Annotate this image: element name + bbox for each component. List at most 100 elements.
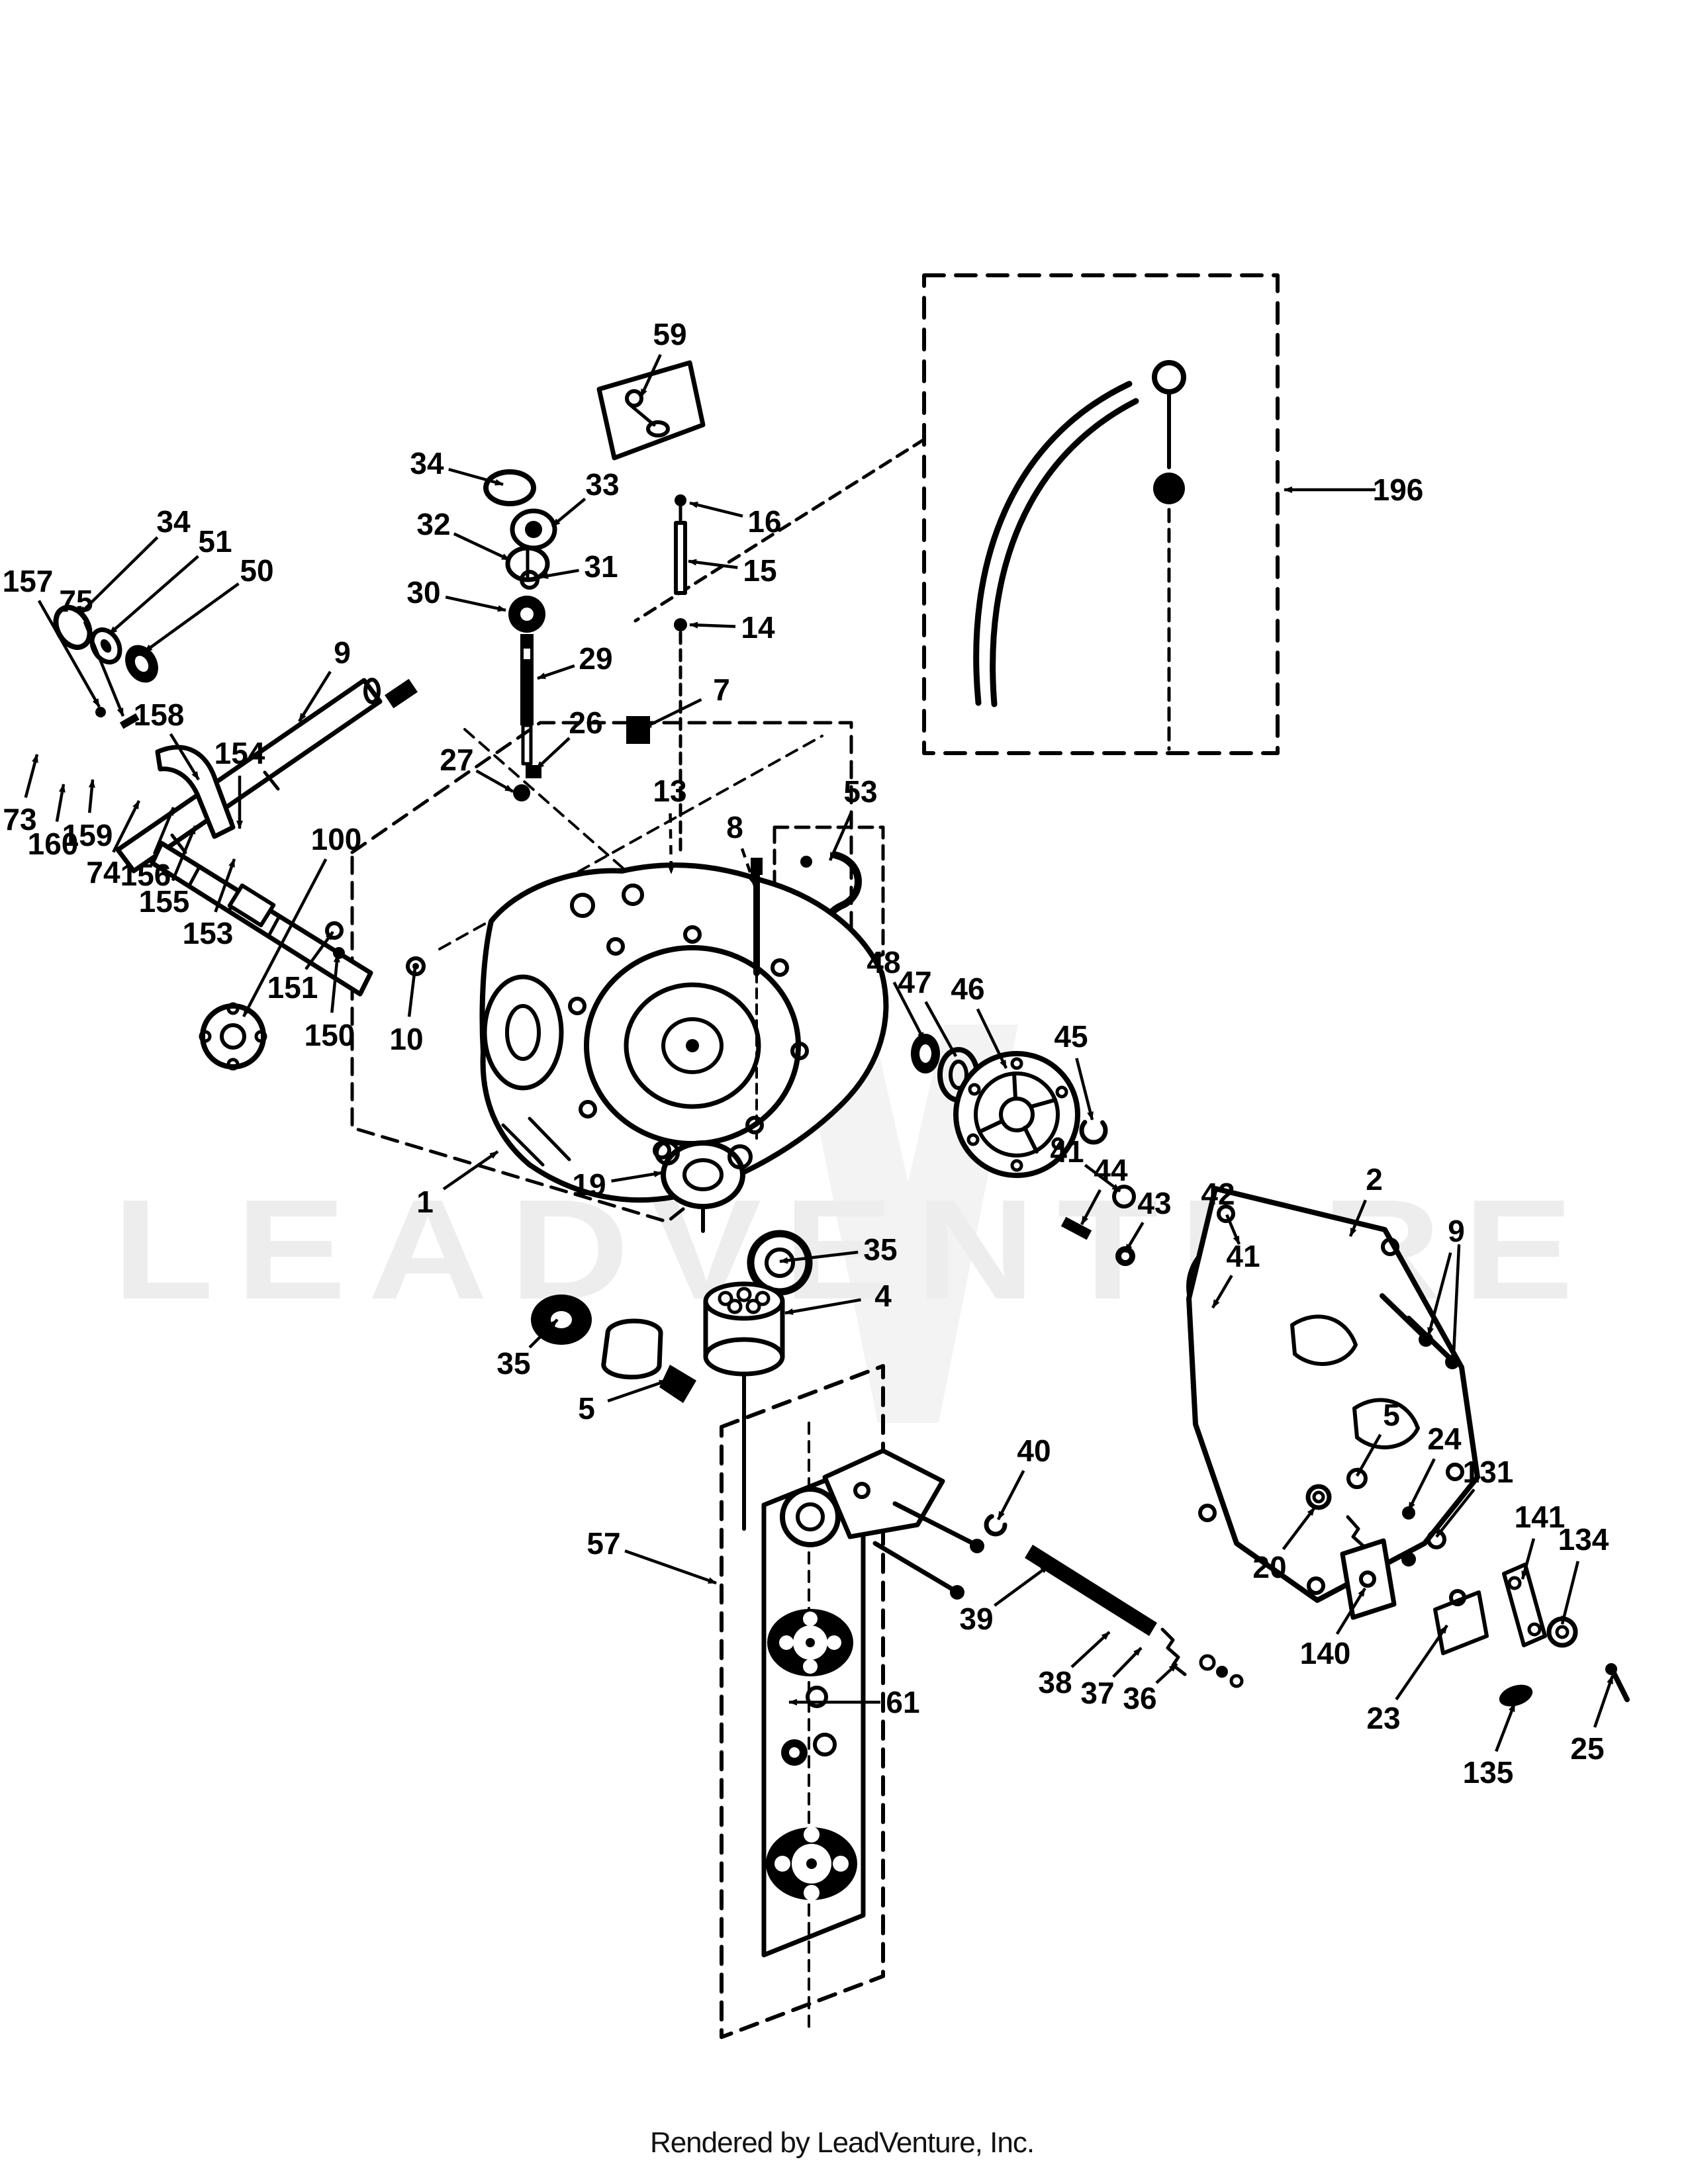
callout-24: 24 bbox=[1407, 1422, 1462, 1512]
part-number-label: 46 bbox=[951, 972, 984, 1006]
callout-43: 43 bbox=[1124, 1186, 1172, 1253]
part-number-label: 41 bbox=[1226, 1239, 1260, 1273]
part-number-label: 20 bbox=[1252, 1550, 1286, 1584]
callout-156: 156 bbox=[120, 807, 175, 892]
part-number-label: 37 bbox=[1080, 1676, 1114, 1710]
part-number-label: 33 bbox=[585, 467, 619, 502]
callout-1: 1 bbox=[416, 1150, 499, 1219]
leader-line bbox=[537, 664, 575, 680]
part-number-label: 5 bbox=[578, 1391, 595, 1426]
leader-line bbox=[624, 1549, 717, 1585]
leader-line bbox=[689, 501, 743, 518]
leader-line bbox=[1407, 1458, 1436, 1512]
callout-23: 23 bbox=[1366, 1624, 1448, 1735]
leader-line bbox=[242, 858, 328, 1018]
leader-line bbox=[689, 621, 736, 629]
callout-159: 159 bbox=[62, 779, 113, 852]
callout-27: 27 bbox=[440, 743, 514, 793]
callout-33: 33 bbox=[551, 467, 620, 527]
part-number-label: 47 bbox=[898, 965, 931, 999]
leader-line bbox=[108, 555, 199, 635]
leader-line bbox=[112, 799, 141, 853]
callout-61: 61 bbox=[788, 1685, 920, 1719]
part-number-label: 158 bbox=[134, 698, 185, 732]
part-number-label: 30 bbox=[406, 575, 440, 610]
leader-line bbox=[1593, 1675, 1615, 1728]
callout-4: 4 bbox=[784, 1279, 892, 1315]
part-number-label: 156 bbox=[120, 858, 171, 892]
callout-20: 20 bbox=[1252, 1506, 1316, 1584]
leader-line bbox=[475, 769, 514, 793]
leader-line bbox=[1356, 1433, 1382, 1477]
center-section-group bbox=[531, 1140, 813, 1531]
callout-7: 7 bbox=[643, 672, 730, 730]
callout-157: 157 bbox=[3, 564, 101, 708]
part-number-label: 34 bbox=[410, 446, 444, 480]
part-number-label: 32 bbox=[416, 507, 450, 541]
leader-line bbox=[994, 1565, 1050, 1607]
leader-line bbox=[445, 596, 506, 612]
callout-46: 46 bbox=[951, 972, 1008, 1069]
part-number-label: 153 bbox=[183, 916, 234, 950]
part-number-label: 29 bbox=[579, 641, 612, 676]
part-number-label: 42 bbox=[1201, 1177, 1235, 1211]
callout-154: 154 bbox=[214, 736, 265, 829]
callout-44: 44 bbox=[1080, 1153, 1128, 1226]
leader-line bbox=[143, 582, 240, 653]
callout-34: 34 bbox=[78, 504, 191, 615]
callout-45: 45 bbox=[1054, 1019, 1094, 1120]
leader-line bbox=[539, 569, 579, 579]
part-number-label: 40 bbox=[1017, 1433, 1051, 1468]
callout-30: 30 bbox=[406, 575, 506, 612]
leader-line bbox=[1124, 1222, 1145, 1253]
part-number-label: 13 bbox=[653, 774, 686, 808]
callout-48: 48 bbox=[867, 945, 925, 1042]
part-number-label: 53 bbox=[843, 774, 877, 809]
leader-line bbox=[643, 698, 702, 730]
callout-150: 150 bbox=[305, 954, 355, 1052]
callout-13: 13 bbox=[653, 774, 687, 874]
callout-50: 50 bbox=[143, 553, 274, 653]
callout-73: 73 bbox=[3, 754, 39, 837]
part-number-label: 34 bbox=[156, 504, 191, 539]
part-number-label: 61 bbox=[886, 1685, 919, 1719]
leader-line bbox=[448, 467, 504, 486]
leader-line bbox=[1495, 1703, 1517, 1752]
callout-42: 42 bbox=[1201, 1177, 1241, 1245]
callout-14: 14 bbox=[689, 610, 775, 645]
leader-line bbox=[442, 1150, 499, 1191]
part-number-label: 35 bbox=[863, 1232, 897, 1267]
part-number-label: 100 bbox=[311, 822, 362, 856]
leader-line bbox=[171, 825, 197, 882]
leader-line bbox=[997, 1470, 1025, 1521]
part-number-label: 35 bbox=[496, 1346, 530, 1381]
part-number-label: 157 bbox=[3, 564, 54, 598]
leader-line bbox=[453, 532, 510, 562]
leader-line bbox=[740, 848, 757, 886]
leader-line bbox=[1282, 1506, 1316, 1551]
part-number-label: 31 bbox=[584, 549, 618, 584]
check-valve-group bbox=[1305, 1468, 1630, 1707]
part-number-label: 39 bbox=[959, 1602, 993, 1636]
part-number-label: 59 bbox=[653, 317, 686, 351]
callout-151: 151 bbox=[267, 931, 334, 1005]
part-number-label: 154 bbox=[214, 736, 265, 770]
callout-160: 160 bbox=[28, 784, 78, 861]
callout-153: 153 bbox=[183, 858, 236, 950]
leader-line bbox=[298, 670, 332, 723]
leader-line bbox=[976, 1008, 1008, 1069]
part-number-label: 14 bbox=[741, 610, 775, 645]
callout-26: 26 bbox=[535, 705, 603, 770]
part-number-label: 75 bbox=[59, 584, 93, 618]
leader-line bbox=[24, 754, 39, 798]
leader-line bbox=[330, 954, 340, 1013]
callout-141: 141 bbox=[1515, 1500, 1565, 1580]
leader-line bbox=[407, 967, 418, 1017]
callout-34: 34 bbox=[410, 446, 504, 486]
leader-line bbox=[1348, 1199, 1367, 1237]
leader-line bbox=[169, 733, 200, 781]
callout-131: 131 bbox=[1435, 1455, 1513, 1538]
